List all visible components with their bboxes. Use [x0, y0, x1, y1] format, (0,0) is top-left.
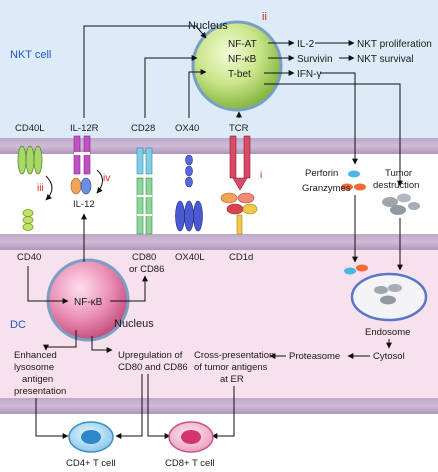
cd28-molecule: [136, 147, 153, 175]
dc-nucleus: [46, 258, 130, 342]
nfat-label: NF-AT: [228, 39, 257, 50]
perforin-label: Perforin: [305, 168, 338, 179]
upregulation-label-2: CD80 and CD86: [118, 362, 188, 373]
lysosome-label-4: presentation: [14, 386, 66, 397]
tumor-destruction-label-2: destruction: [373, 180, 419, 191]
tumor-destruction-label-1: Tumor: [385, 168, 412, 179]
dc-nucleus-label: Nucleus: [114, 318, 154, 330]
nkt-survival-label: NKT survival: [357, 54, 414, 65]
tbet-label: T-bet: [228, 69, 251, 80]
t-cell-arrows: [35, 374, 235, 439]
lysosome-label-3: antigen: [22, 374, 53, 385]
nkt-nucleus: [191, 20, 283, 112]
nfkb-bottom-label: NF-κB: [74, 297, 103, 308]
tcr-label: TCR: [229, 123, 249, 134]
cd80-label: CD80: [132, 252, 156, 263]
cd80-cd86-molecule: [136, 177, 153, 235]
il12-molecule: [70, 177, 92, 195]
cd40-cd40l-interaction-arrow: [45, 175, 53, 201]
cd8-t-cell: [168, 421, 214, 453]
il12-label: IL-12: [73, 199, 95, 210]
dc-bottom-membrane: [0, 398, 438, 414]
perforin-granules: [341, 170, 366, 191]
proteasome-label: Proteasome: [289, 351, 340, 362]
roman-iii: iii: [37, 183, 44, 194]
cd86-label: or CD86: [129, 264, 164, 275]
ox40-label: OX40: [175, 123, 199, 134]
cytosol-label: Cytosol: [373, 351, 405, 362]
il12r-molecule: [73, 135, 91, 175]
signaling-arrows: [83, 25, 403, 187]
cross-presentation-label-2: of tumor antigens: [194, 362, 268, 373]
cd4-t-cell: [68, 421, 114, 453]
cd1d-molecule: [220, 192, 258, 235]
il12-interaction-arrow: [96, 169, 103, 194]
cd40l-molecule: [17, 145, 43, 175]
ox40-molecule: [185, 154, 193, 188]
effector-arrows: [352, 195, 403, 271]
roman-ii: ii: [262, 11, 267, 23]
nucleus-output-arrows: [264, 40, 355, 76]
cross-presentation-label-3: at ER: [220, 374, 244, 385]
cd1d-label: CD1d: [229, 252, 253, 263]
cd8-label: CD8+ T cell: [165, 458, 215, 469]
il12r-label: IL-12R: [70, 123, 99, 134]
cd28-label: CD28: [131, 123, 155, 134]
il2-label: IL-2: [297, 39, 315, 50]
cd4-label: CD4+ T cell: [66, 458, 116, 469]
tcr-molecule: [229, 135, 251, 191]
upregulation-label-1: Upregulation of: [118, 350, 183, 361]
roman-i: i: [260, 170, 262, 181]
granzymes-label: Granzymes: [302, 183, 351, 194]
endosome-label: Endosome: [365, 327, 410, 338]
dc-signaling-arrows: [27, 213, 148, 353]
cross-presentation-label-1: Cross-presentation: [194, 350, 274, 361]
cd40-molecule: [22, 209, 34, 231]
dc-label: DC: [10, 319, 26, 331]
lysosome-label-1: Enhanced: [14, 350, 57, 361]
survivin-label: Survivin: [297, 54, 333, 65]
dc-membrane: [0, 234, 438, 250]
nkt-cell-label: NKT cell: [10, 49, 51, 61]
nkt-membrane: [0, 138, 438, 154]
cd40l-label: CD40L: [15, 123, 45, 134]
roman-iv: iv: [103, 173, 110, 184]
ifng-label: IFN-γ: [297, 69, 321, 80]
endosome-contents: [374, 284, 402, 305]
endosome-granules: [344, 264, 368, 275]
nfkb-top-label: NF-κB: [228, 54, 257, 65]
ox40l-molecule: [175, 200, 203, 232]
ox40l-label: OX40L: [175, 252, 205, 263]
nkt-proliferation-label: NKT proliferation: [357, 39, 432, 50]
cd40-label: CD40: [17, 252, 41, 263]
tumor-debris: [382, 193, 420, 215]
lysosome-label-2: lysosome: [14, 362, 54, 373]
synapse-gap: [0, 154, 438, 234]
